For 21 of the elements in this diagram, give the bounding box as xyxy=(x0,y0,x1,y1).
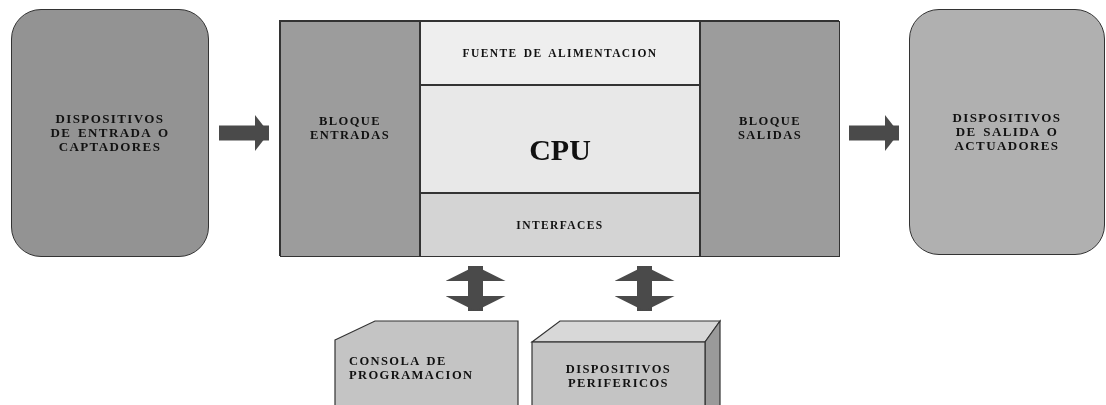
node-label: CPU xyxy=(529,132,591,166)
input-block xyxy=(280,21,420,257)
interfaces-section xyxy=(420,193,700,257)
input-devices-box xyxy=(11,9,209,257)
block-arrow xyxy=(445,266,506,311)
node-label: DISPOSITIVOS DE ENTRADA O CAPTADORES xyxy=(49,111,171,155)
node-label: BLOQUE SALIDAS xyxy=(737,115,803,143)
output-devices-box xyxy=(909,9,1105,255)
node-label: DISPOSITIVOS DE SALIDA O ACTUADORES xyxy=(951,110,1063,154)
node-label: BLOQUE ENTRADAS xyxy=(309,115,391,143)
block-arrow xyxy=(219,115,269,151)
block-arrow xyxy=(614,266,675,311)
output-block xyxy=(700,21,840,257)
plc-block xyxy=(279,20,839,256)
node-label: INTERFACES xyxy=(516,218,604,232)
node-label: CONSOLA DE PROGRAMACION xyxy=(349,355,475,383)
block-arrow xyxy=(849,115,899,151)
power-supply-section xyxy=(420,21,700,85)
node-label: FUENTE DE ALIMENTACION xyxy=(462,46,658,60)
cpu-section xyxy=(420,85,700,193)
node-label: DISPOSITIVOS PERIFERICOS xyxy=(564,362,673,391)
